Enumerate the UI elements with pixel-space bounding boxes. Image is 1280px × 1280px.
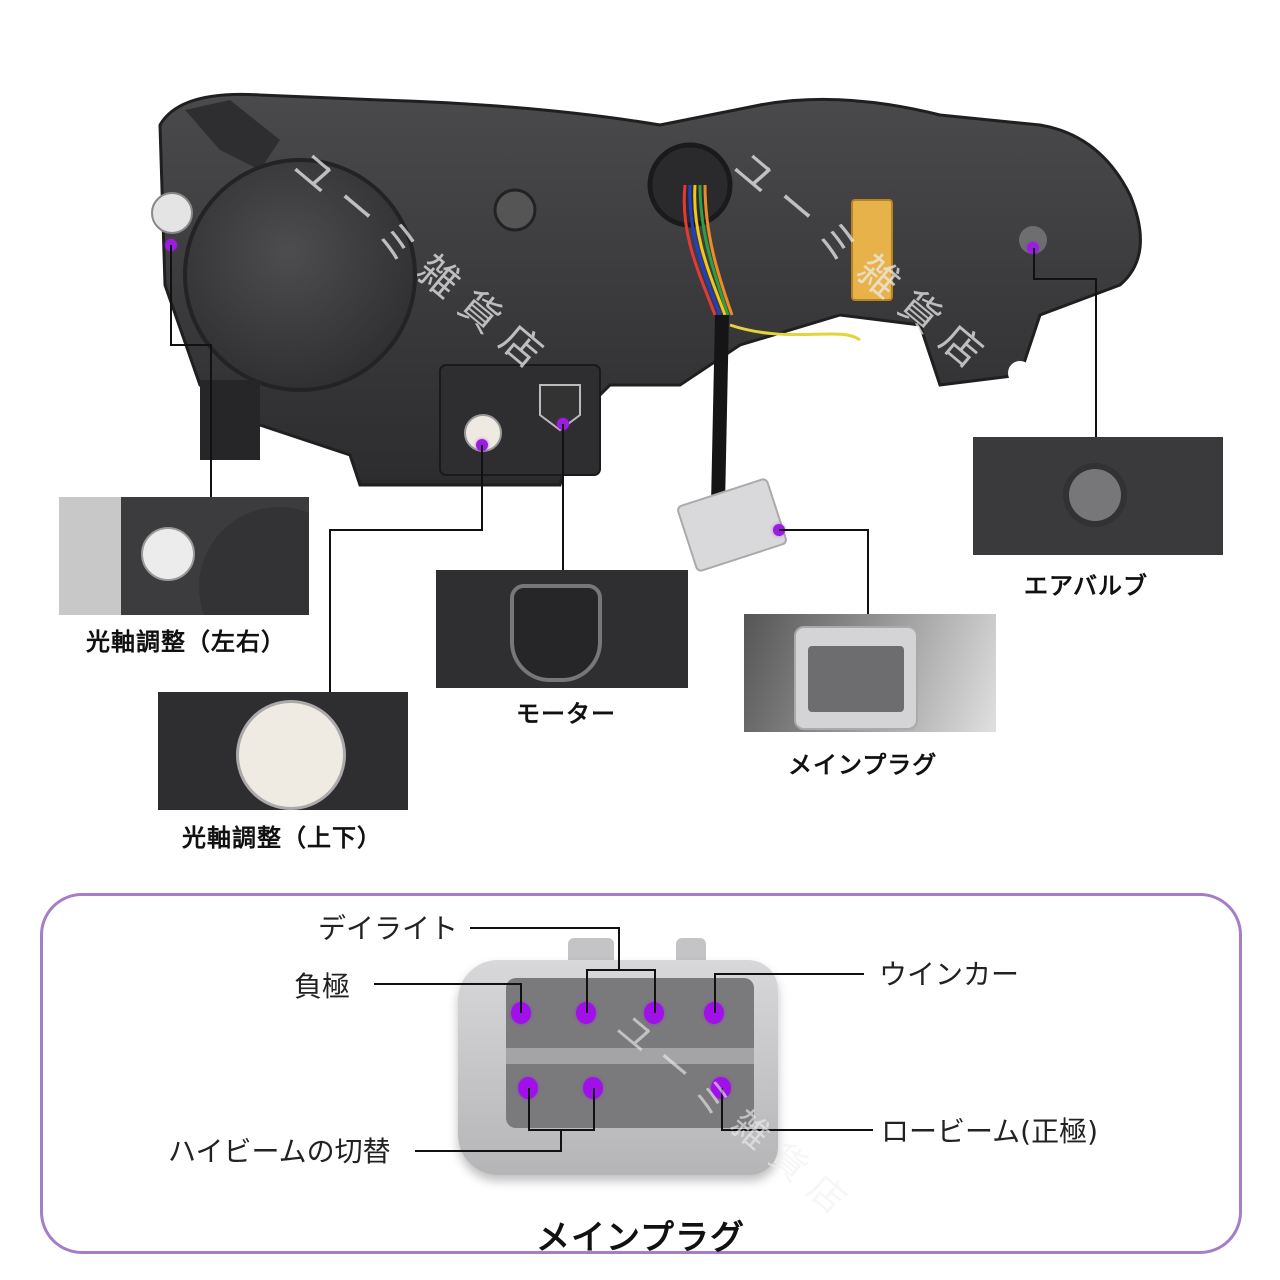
leader-line (654, 969, 656, 1013)
leader-line (586, 969, 588, 1013)
label-aim-horizontal: 光軸調整（左右） (86, 628, 286, 656)
leader-line (714, 973, 716, 1013)
label-air-valve: エアバルブ (1024, 572, 1149, 600)
leader-line (1033, 278, 1097, 280)
leader-line (779, 529, 869, 531)
pin-dot (704, 1002, 724, 1024)
leader-line (470, 927, 620, 929)
pin-label-low-beam-positive: ロービーム(正極) (881, 1115, 1099, 1148)
pinout-panel (40, 893, 1242, 1254)
headlamp-housing (140, 85, 1160, 506)
leader-line (170, 245, 172, 345)
leader-line (170, 344, 212, 346)
inset-main-plug (744, 614, 996, 732)
air-valve-image (1069, 469, 1121, 521)
inset-aim-vertical (158, 692, 408, 810)
leader-line (867, 529, 869, 615)
pin-label-turn-signal: ウインカー (879, 958, 1020, 991)
pin-dot (644, 1002, 664, 1024)
leader-line (520, 983, 522, 1013)
motor-connector-image (510, 584, 602, 682)
leader-line (528, 1088, 530, 1130)
label-main-plug: メインプラグ (788, 751, 938, 779)
inset-air-valve (973, 437, 1223, 555)
inset-motor (436, 570, 688, 688)
pin-label-high-beam-switch: ハイビームの切替 (168, 1135, 391, 1168)
leader-line (721, 1088, 723, 1130)
leader-line (593, 1088, 595, 1130)
pin-dot (576, 1002, 596, 1024)
aim-screw-image (236, 700, 346, 810)
dust-cap-image (199, 507, 309, 615)
connector-divider (506, 1048, 754, 1064)
label-motor: モーター (516, 700, 616, 728)
leader-line (329, 529, 483, 531)
leader-line (618, 927, 620, 970)
pin-dot (511, 1002, 531, 1024)
inset-aim-horizontal (59, 497, 309, 615)
leader-line (714, 973, 864, 975)
label-aim-vertical: 光軸調整（上下） (182, 824, 382, 852)
headlamp-illustration (151, 92, 1142, 506)
leader-line (1095, 278, 1097, 438)
pinout-title: メインプラグ (536, 1218, 745, 1258)
leader-line (481, 445, 483, 530)
leader-line (374, 983, 522, 985)
leader-line (562, 424, 564, 570)
pin-label-drl: デイライト (318, 912, 459, 945)
pinout-connector (458, 938, 778, 1195)
leader-line (586, 969, 656, 971)
aim-screw-image (141, 527, 195, 581)
leader-line (329, 529, 331, 692)
main-plug-image (794, 626, 918, 730)
leader-line (210, 344, 212, 498)
plug-cavity (808, 646, 904, 712)
leader-line (415, 1150, 562, 1152)
pin-label-negative: 負極 (294, 970, 351, 1003)
leader-line (721, 1129, 873, 1131)
leader-line (1033, 248, 1035, 279)
leader-line (560, 1129, 562, 1151)
